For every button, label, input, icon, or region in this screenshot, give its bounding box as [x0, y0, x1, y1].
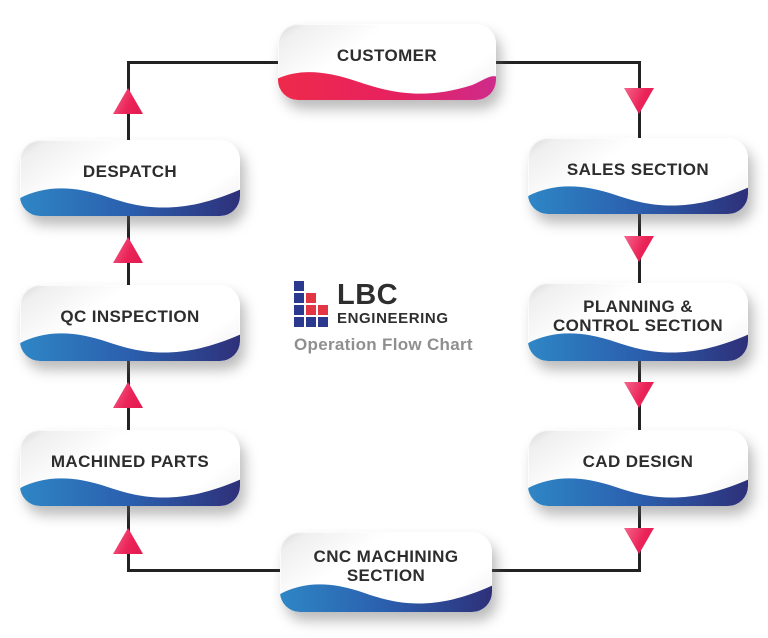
- lbc-logo-blocks-icon: [294, 281, 328, 327]
- arrow-down-icon: [624, 528, 654, 554]
- arrow-up-icon: [113, 382, 143, 408]
- arrow-down-icon: [624, 236, 654, 262]
- blue-wave-decoration: [20, 333, 240, 361]
- node-machined-parts: MACHINED PARTS: [20, 430, 240, 506]
- node-label: SALES SECTION: [566, 160, 710, 180]
- connector-bottom-right-h: [490, 569, 641, 572]
- logo-name-line2: ENGINEERING: [337, 310, 449, 327]
- connector-top-right-h: [494, 61, 641, 64]
- node-cnc-machining-section: CNC MACHINING SECTION: [280, 532, 492, 612]
- arrow-up-icon: [113, 237, 143, 263]
- node-customer: CUSTOMER: [278, 24, 496, 100]
- arrow-up-icon: [113, 88, 143, 114]
- node-despatch: DESPATCH: [20, 140, 240, 216]
- lbc-logo: LBC ENGINEERING Operation Flow Chart: [294, 281, 490, 355]
- arrow-up-icon: [113, 528, 143, 554]
- node-qc-inspection: QC INSPECTION: [20, 285, 240, 361]
- node-label: CAD DESIGN: [582, 452, 694, 472]
- logo-name-line1: LBC: [337, 279, 399, 312]
- blue-wave-decoration: [20, 188, 240, 216]
- node-cad-design: CAD DESIGN: [528, 430, 748, 506]
- blue-wave-decoration: [20, 478, 240, 506]
- pink-wave-decoration: [278, 72, 496, 100]
- blue-wave-decoration: [528, 478, 748, 506]
- arrow-down-icon: [624, 382, 654, 408]
- node-label: PLANNING & CONTROL SECTION: [552, 296, 724, 335]
- node-planning-control-section: PLANNING & CONTROL SECTION: [528, 283, 748, 361]
- connector-top-left-h: [127, 61, 278, 64]
- node-label: CUSTOMER: [336, 46, 438, 66]
- blue-wave-decoration: [528, 333, 748, 361]
- node-label: QC INSPECTION: [60, 307, 200, 327]
- node-label: DESPATCH: [82, 162, 178, 182]
- connector-bottom-left-h: [127, 569, 282, 572]
- blue-wave-decoration: [280, 584, 492, 612]
- chart-title: Operation Flow Chart: [294, 335, 473, 354]
- arrow-down-icon: [624, 88, 654, 114]
- node-label: MACHINED PARTS: [50, 452, 210, 472]
- blue-wave-decoration: [528, 186, 748, 214]
- node-sales-section: SALES SECTION: [528, 138, 748, 214]
- node-label: CNC MACHINING SECTION: [313, 546, 459, 585]
